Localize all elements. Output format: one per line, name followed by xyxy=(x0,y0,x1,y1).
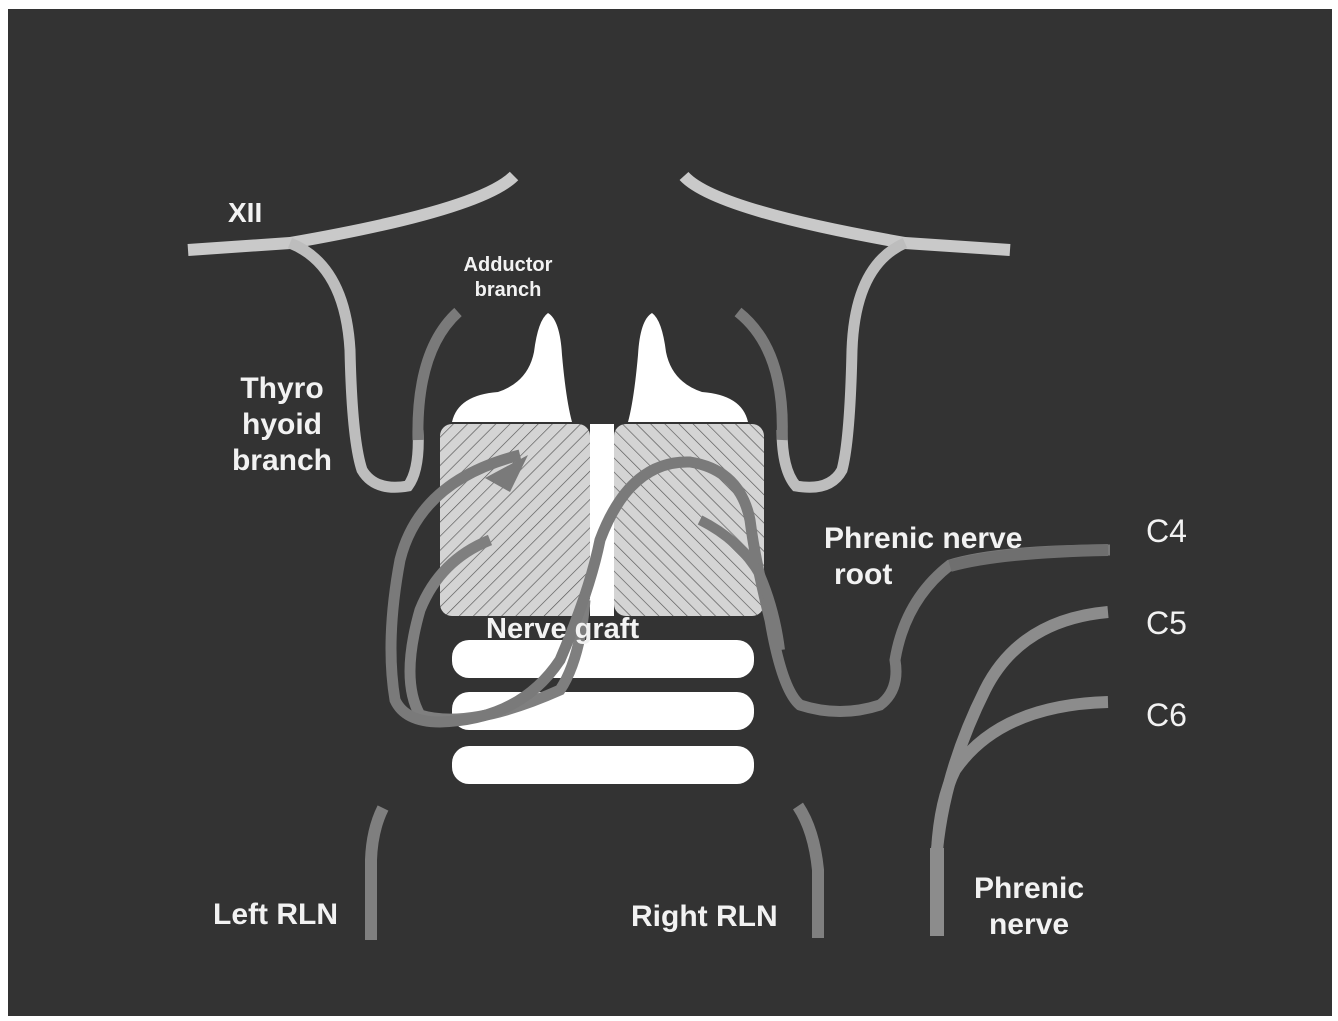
label-phrenic-nerve-2: nerve xyxy=(989,908,1069,941)
label-left-rln: Left RLN xyxy=(213,898,338,931)
label-xii: XII xyxy=(228,197,262,228)
tracheal-ring-1 xyxy=(452,640,754,678)
muscle-block-right xyxy=(614,424,764,616)
label-right-rln: Right RLN xyxy=(631,900,778,933)
label-adductor-2: branch xyxy=(475,279,542,301)
label-phrenic-root-2: root xyxy=(834,558,892,591)
label-nerve-graft: Nerve graft xyxy=(486,613,639,645)
tracheal-ring-3 xyxy=(452,746,754,784)
label-thyro-2: hyoid xyxy=(242,408,322,441)
label-thyro-3: branch xyxy=(232,444,332,477)
label-adductor-1: Adductor xyxy=(464,254,553,276)
label-thyro-1: Thyro xyxy=(240,372,323,405)
label-phrenic-root-1: Phrenic nerve xyxy=(824,522,1022,555)
label-c4: C4 xyxy=(1146,513,1187,549)
label-phrenic-nerve-1: Phrenic xyxy=(974,872,1084,905)
label-c5: C5 xyxy=(1146,605,1187,641)
label-c6: C6 xyxy=(1146,697,1187,733)
